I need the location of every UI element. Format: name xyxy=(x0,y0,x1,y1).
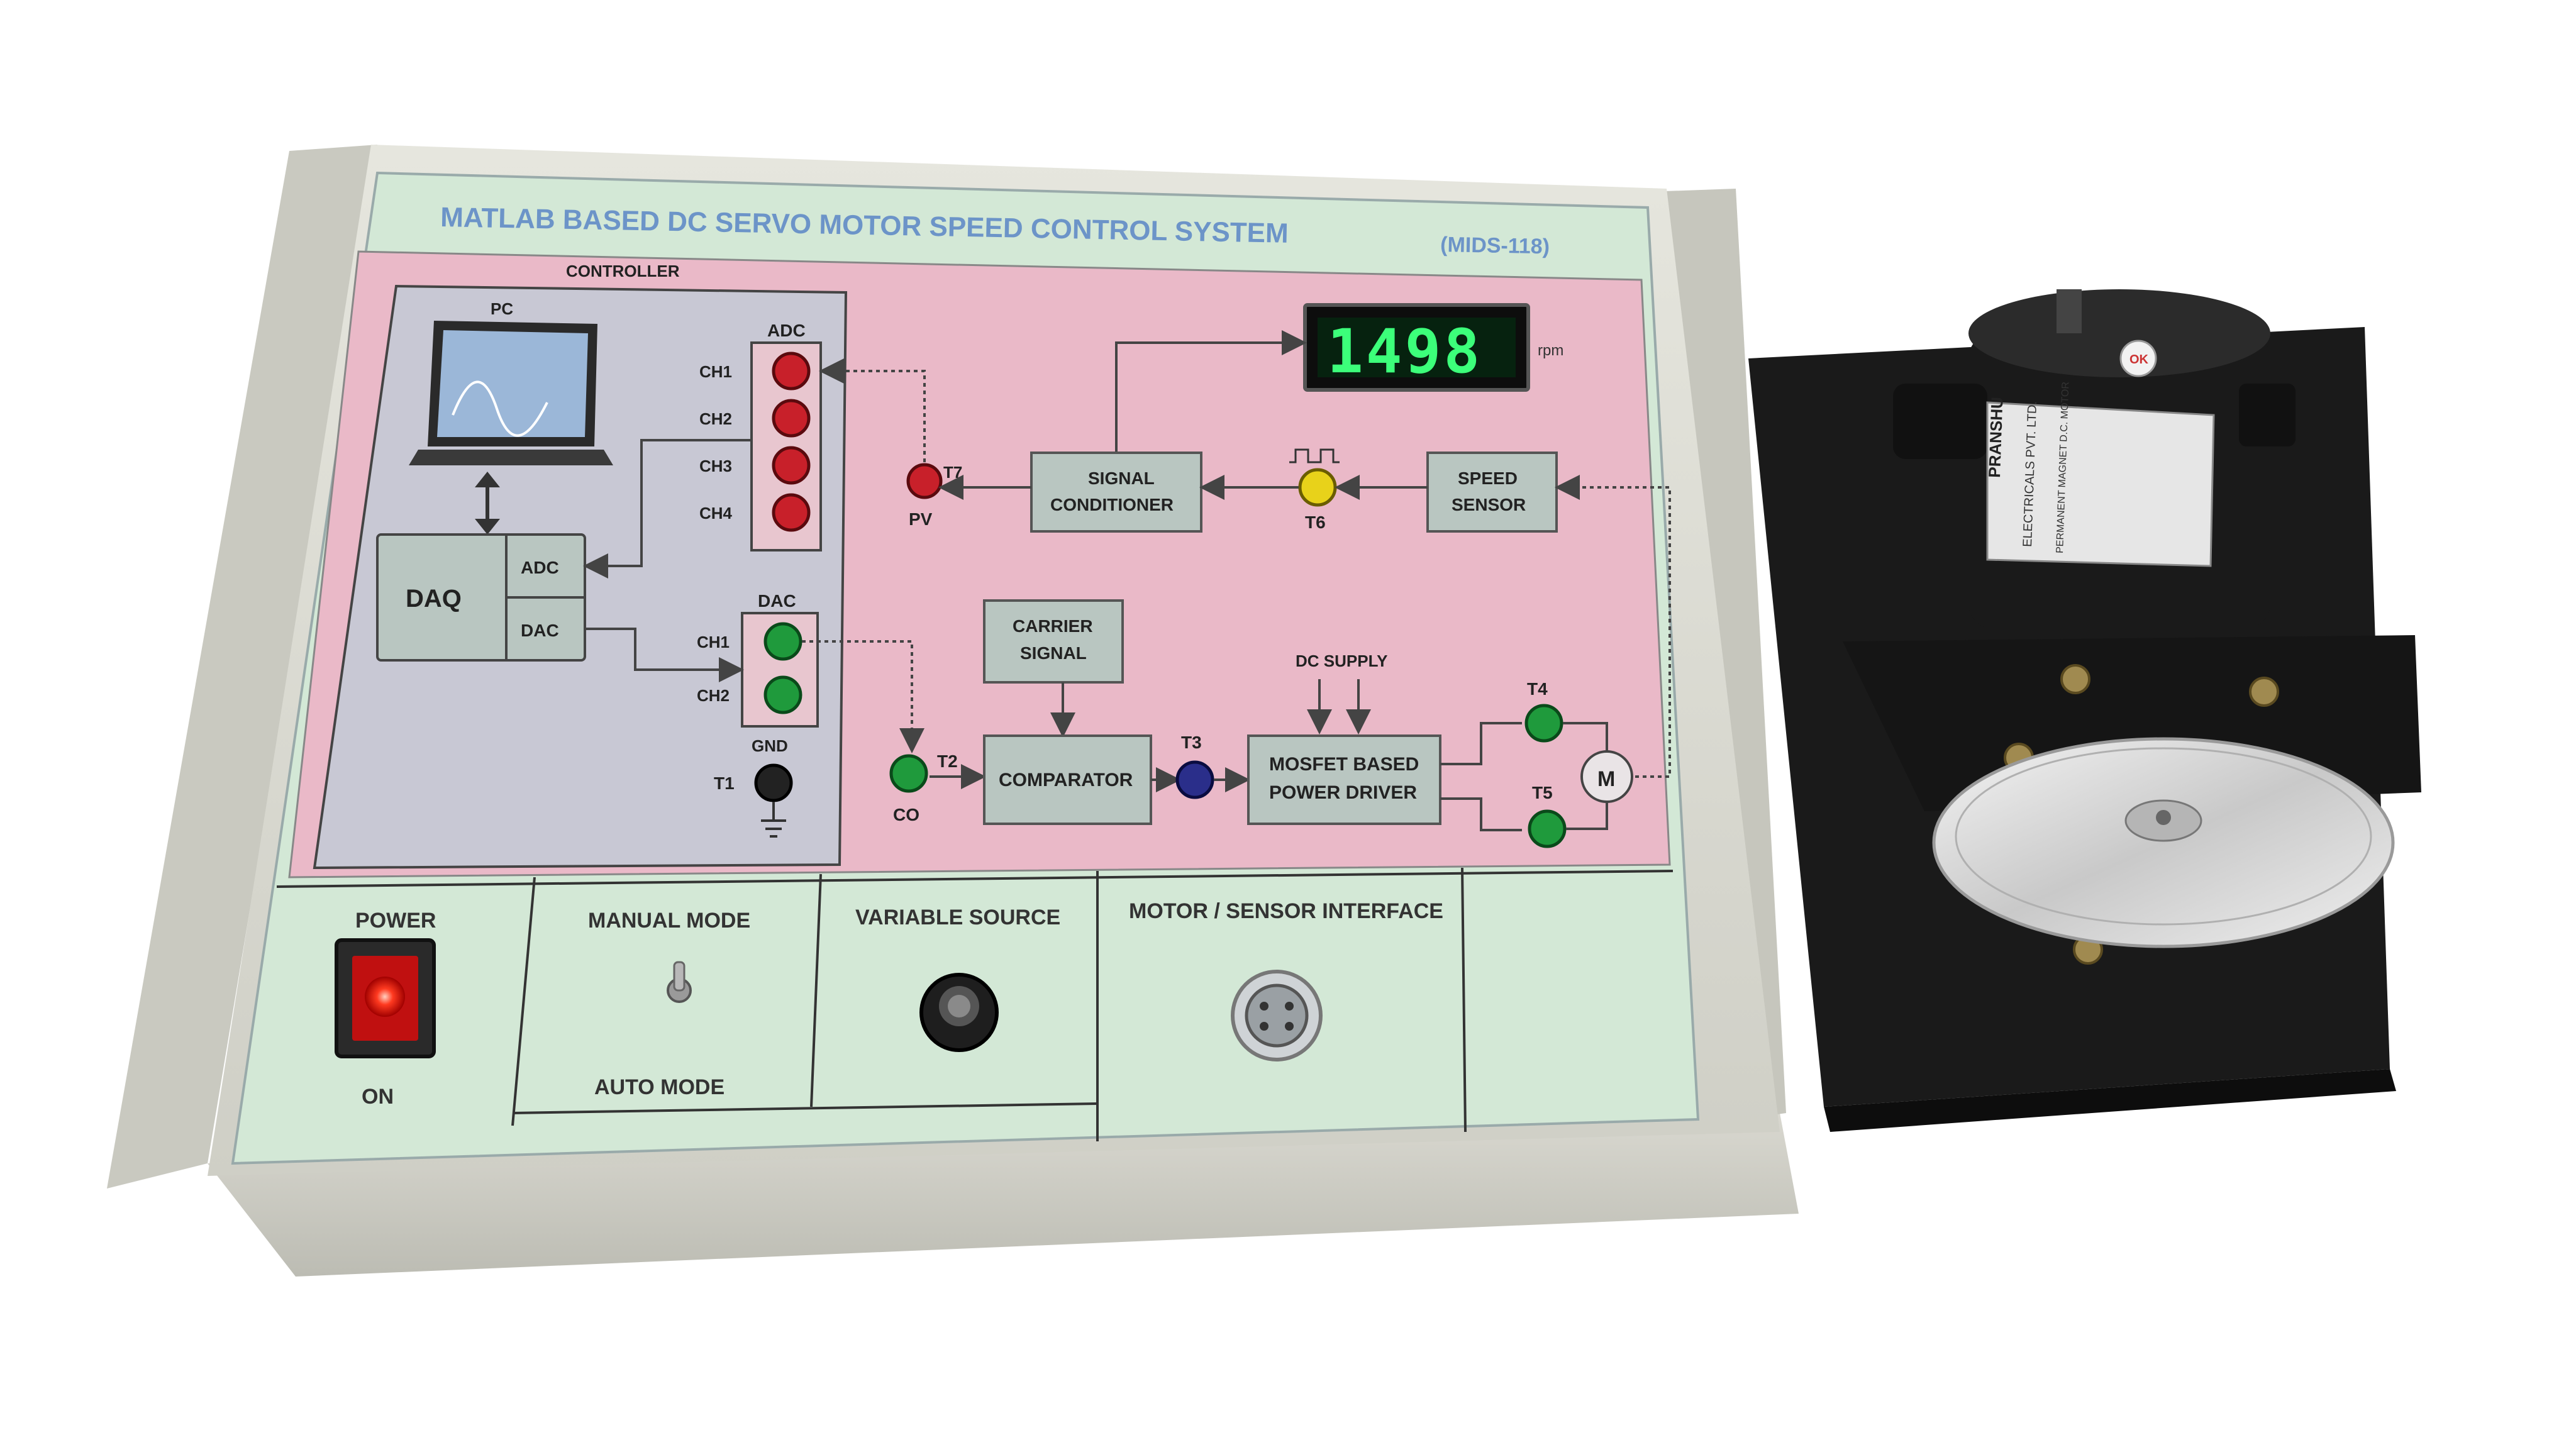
t5-label: T5 xyxy=(1532,783,1553,802)
t6-terminal[interactable] xyxy=(1298,468,1337,507)
carrier-signal-line1: CARRIER xyxy=(1013,616,1093,636)
comparator-block xyxy=(983,734,1152,825)
gnd-label: GND xyxy=(752,736,788,755)
ok-sticker-icon xyxy=(2119,340,2157,377)
carrier-signal-line2: SIGNAL xyxy=(1020,643,1087,663)
speed-sensor-block xyxy=(1426,452,1558,533)
power-label: POWER xyxy=(355,909,436,933)
speed-sensor-line1: SPEED xyxy=(1458,468,1518,488)
rpm-display-value: 1498 xyxy=(1327,316,1482,387)
controller-label: CONTROLLER xyxy=(566,262,680,280)
carrier-signal-block xyxy=(983,599,1124,684)
mode-toggle-switch[interactable] xyxy=(667,961,692,1003)
on-label: ON xyxy=(362,1085,394,1109)
case-left-wing xyxy=(107,145,377,1189)
dac-ch2-terminal[interactable] xyxy=(763,675,802,714)
dc-supply-label: DC SUPPLY xyxy=(1296,651,1387,670)
pc-daq-arrow xyxy=(475,472,500,535)
adc-label: ADC xyxy=(767,321,806,340)
pv-label: PV xyxy=(909,509,933,529)
ok-sticker-label: OK xyxy=(2129,353,2149,367)
manual-mode-label: MANUAL MODE xyxy=(588,909,750,933)
motor-base-edge xyxy=(1824,1069,2396,1132)
t4-motor-wire xyxy=(1563,722,1608,751)
t7-label: T7 xyxy=(943,463,962,482)
dac-co-dotted xyxy=(802,640,924,753)
adc-ch4-terminal[interactable] xyxy=(772,493,811,532)
conditioner-display-wire xyxy=(1115,330,1307,453)
pv-terminal[interactable] xyxy=(906,463,943,499)
motor-symbol-icon xyxy=(1580,750,1633,803)
motor-nameplate xyxy=(1986,401,2215,567)
rpm-display xyxy=(1303,303,1530,392)
t2-label: T2 xyxy=(937,751,958,771)
motor-interface-connector[interactable] xyxy=(1231,970,1323,1061)
dac-ch1-label: CH1 xyxy=(697,633,730,651)
square-wave-icon xyxy=(1289,448,1340,463)
pv-adc-dotted xyxy=(819,358,926,462)
speed-sensor-line2: SENSOR xyxy=(1452,495,1526,514)
pc-label: PC xyxy=(491,299,513,318)
ground-symbol-icon xyxy=(761,802,786,838)
auto-mode-label: AUTO MODE xyxy=(594,1075,724,1099)
dac-label: DAC xyxy=(758,591,796,611)
t1-label: T1 xyxy=(714,773,735,793)
motor-symbol-label: M xyxy=(1597,767,1615,791)
adc-ch4-label: CH4 xyxy=(699,504,733,523)
comparator-label: COMPARATOR xyxy=(999,770,1133,790)
motor-sensor-interface-label: MOTOR / SENSOR INTERFACE xyxy=(1129,899,1443,923)
t5-motor-wire xyxy=(1566,802,1608,830)
t4-terminal[interactable] xyxy=(1524,704,1563,743)
signal-conditioner-line1: SIGNAL xyxy=(1088,468,1155,488)
adc-ch2-terminal[interactable] xyxy=(772,399,811,438)
daq-label: DAQ xyxy=(406,585,462,612)
adc-ch3-terminal[interactable] xyxy=(772,446,811,485)
adc-terminals xyxy=(772,352,811,532)
pulley-disc xyxy=(1932,737,2395,948)
daq-adc-label: ADC xyxy=(521,558,559,577)
variable-source-knob[interactable] xyxy=(919,973,999,1052)
dac-ch2-label: CH2 xyxy=(697,686,730,705)
driver-t5-wire xyxy=(1440,797,1522,831)
driver-t4-wire xyxy=(1440,722,1522,765)
adc-ch1-label: CH1 xyxy=(699,362,732,381)
motor-sensor-dotted xyxy=(1555,475,1671,778)
adc-ch1-terminal[interactable] xyxy=(772,352,811,391)
signal-conditioner-block xyxy=(1030,452,1202,533)
adc-daq-wire xyxy=(583,439,752,579)
bracket-screw-2 xyxy=(2249,677,2279,707)
power-led-icon xyxy=(365,977,405,1017)
laptop-icon xyxy=(409,321,613,465)
daq-dac-wire xyxy=(585,628,744,682)
t3-terminal[interactable] xyxy=(1175,760,1214,799)
gnd-terminal[interactable] xyxy=(754,763,793,802)
bracket-screw-1 xyxy=(2060,664,2090,694)
co-terminal[interactable] xyxy=(889,754,928,793)
power-driver-line2: POWER DRIVER xyxy=(1269,782,1417,803)
variable-source-label: VARIABLE SOURCE xyxy=(855,906,1060,929)
power-driver-block xyxy=(1247,734,1441,825)
t6-label: T6 xyxy=(1305,513,1326,532)
rpm-unit-label: rpm xyxy=(1538,342,1563,359)
t4-label: T4 xyxy=(1527,679,1548,699)
t3-label: T3 xyxy=(1181,733,1202,752)
panel-model: (MIDS-118) xyxy=(1440,233,1550,258)
signal-conditioner-line2: CONDITIONER xyxy=(1050,495,1174,514)
daq-block xyxy=(376,533,586,662)
dac-ch1-terminal[interactable] xyxy=(763,622,802,661)
daq-dac-label: DAC xyxy=(521,621,559,640)
adc-ch2-label: CH2 xyxy=(699,409,732,428)
adc-ch3-label: CH3 xyxy=(699,457,732,475)
power-switch[interactable] xyxy=(335,938,436,1058)
t5-terminal[interactable] xyxy=(1528,809,1567,848)
co-label: CO xyxy=(893,805,919,824)
power-driver-line1: MOSFET BASED xyxy=(1269,754,1419,775)
motor-maker: PRANSHU xyxy=(1985,397,2006,479)
